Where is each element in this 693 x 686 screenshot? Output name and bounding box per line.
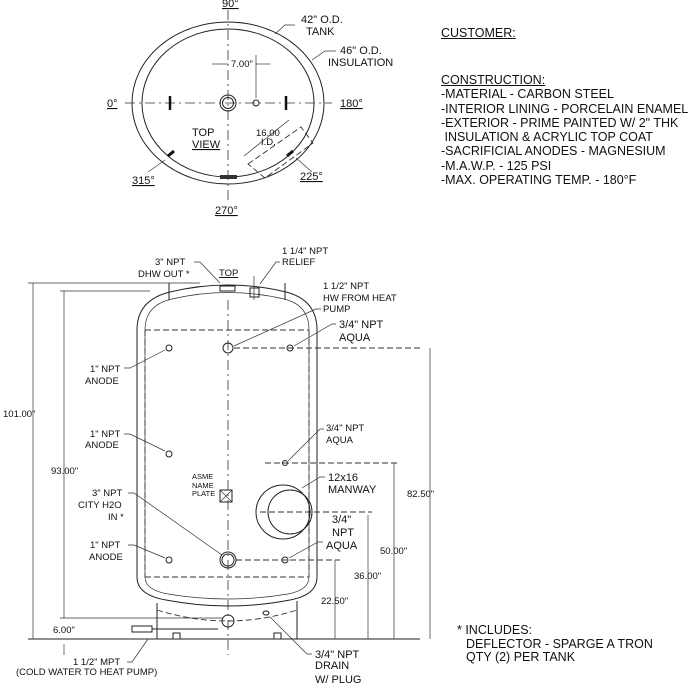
tank-od-label: 42" O.D. xyxy=(301,14,343,26)
svg-text:HW FROM HEAT: HW FROM HEAT xyxy=(323,293,397,304)
svg-text:MANWAY: MANWAY xyxy=(328,484,377,496)
construction-line: -EXTERIOR - PRIME PAINTED W/ 2" THK xyxy=(441,115,679,130)
anode-port xyxy=(165,450,173,458)
construction-line: -MAX. OPERATING TEMP. - 180°F xyxy=(441,173,637,188)
svg-text:IN *: IN * xyxy=(108,512,124,523)
tank-shell xyxy=(136,284,318,607)
aqua-bottom-label: 3/4" xyxy=(332,514,351,526)
customer-heading: CUSTOMER: xyxy=(441,26,516,40)
relief-label: 1 1/4" NPT xyxy=(282,246,328,257)
skirt xyxy=(156,601,298,639)
side-view: 101.00" 93.00" 6.00" 82.50" 50.00" 36.00… xyxy=(3,246,434,686)
angle-0-label: 0° xyxy=(107,98,118,110)
manway-height-dim: 36.00" xyxy=(354,571,381,582)
angle-270-label: 270° xyxy=(215,205,238,217)
svg-text:ANODE: ANODE xyxy=(89,552,123,563)
svg-text:PLATE: PLATE xyxy=(192,489,215,498)
svg-text:INSULATION: INSULATION xyxy=(328,57,393,69)
customer-label: CUSTOMER: xyxy=(441,26,516,40)
city-water-in-label: 3" NPT xyxy=(92,488,122,499)
svg-text:VIEW: VIEW xyxy=(192,139,221,151)
svg-text:I.D.: I.D. xyxy=(261,137,276,148)
hw-from-heat-pump-label: 1 1/2" NPT xyxy=(323,281,369,292)
nameplate-label: ASME xyxy=(192,472,213,481)
svg-text:AQUA: AQUA xyxy=(326,435,354,446)
cold-water-out-label: 1 1/2" MPT xyxy=(73,657,120,668)
includes-line: DEFLECTOR - SPARGE A TRON xyxy=(466,636,653,651)
asme-nameplate xyxy=(219,489,233,503)
construction-line: -M.A.W.P. - 125 PSI xyxy=(441,158,552,173)
includes-notes: * INCLUDES: DEFLECTOR - SPARGE A TRON QT… xyxy=(457,623,653,665)
drain-fitting xyxy=(221,614,235,628)
svg-text:PUMP: PUMP xyxy=(323,304,350,315)
manway-id-dim: 16.00 xyxy=(256,128,280,139)
lower-port-height-dim: 22.50" xyxy=(321,596,348,607)
angle-315-label: 315° xyxy=(132,175,155,187)
construction-heading: CONSTRUCTION: xyxy=(441,73,546,87)
construction-line: -MATERIAL - CARBON STEEL xyxy=(441,87,614,102)
svg-text:AQUA: AQUA xyxy=(326,540,358,552)
relief-port xyxy=(252,99,260,107)
top-outlet xyxy=(219,94,237,112)
includes-heading: * INCLUDES: xyxy=(457,623,533,637)
svg-text:W/ PLUG: W/ PLUG xyxy=(315,674,361,686)
aqua-mid-height-dim: 50.00" xyxy=(380,546,407,557)
construction-notes: CONSTRUCTION: -MATERIAL - CARBON STEEL -… xyxy=(441,73,688,187)
angle-90-label: 90° xyxy=(222,0,239,10)
anode-mid-label: 1" NPT xyxy=(90,429,120,440)
angle-225-label: 225° xyxy=(300,171,323,183)
svg-text:(COLD WATER TO HEAT PUMP): (COLD WATER TO HEAT PUMP) xyxy=(16,667,157,678)
aqua-top-height-dim: 82.50" xyxy=(407,489,434,500)
top-view: 7.00" 16.00 I.D. 90° 0° 180° 270° 315° 2… xyxy=(107,0,393,217)
relief-fitting xyxy=(249,287,260,298)
construction-line: INSULATION & ACRYLIC TOP COAT xyxy=(441,130,653,145)
svg-text:AQUA: AQUA xyxy=(339,332,371,344)
insulation-od-label: 46" O.D. xyxy=(340,45,382,57)
svg-text:TANK: TANK xyxy=(306,26,335,38)
svg-text:DHW OUT *: DHW OUT * xyxy=(138,269,190,280)
hw-from-heat-pump-port xyxy=(222,342,234,354)
top-label: TOP xyxy=(219,268,238,279)
includes-line: QTY (2) PER TANK xyxy=(466,650,576,664)
offset-dim: 7.00" xyxy=(231,59,253,70)
dhw-out-label: 3" NPT xyxy=(155,257,185,268)
svg-text:RELIEF: RELIEF xyxy=(282,257,315,268)
anode-port xyxy=(165,556,173,564)
lug-bottom xyxy=(220,175,237,179)
manway-top-outline xyxy=(247,126,314,179)
anode-bottom-label: 1" NPT xyxy=(90,540,120,551)
construction-line: -SACRIFICIAL ANODES - MAGNESIUM xyxy=(441,144,666,159)
shell-height-dim: 93.00" xyxy=(51,466,78,477)
anode-top-label: 1" NPT xyxy=(90,364,120,375)
svg-text:ANODE: ANODE xyxy=(85,440,119,451)
overall-height-dim: 101.00" xyxy=(3,409,35,420)
manway-label: 12x16 xyxy=(328,472,358,484)
aqua-top-label: 3/4" NPT xyxy=(339,319,384,331)
svg-text:DRAIN: DRAIN xyxy=(315,660,349,672)
angle-180-label: 180° xyxy=(340,98,363,110)
svg-text:NAME: NAME xyxy=(192,481,214,490)
skirt-height-dim: 6.00" xyxy=(53,625,75,636)
svg-text:CITY H2O: CITY H2O xyxy=(78,500,122,511)
construction-line: -INTERIOR LINING - PORCELAIN ENAMEL xyxy=(441,101,689,116)
svg-text:ANODE: ANODE xyxy=(85,376,119,387)
anode-port xyxy=(165,344,173,352)
svg-text:NPT: NPT xyxy=(332,527,354,539)
drain-label: 3/4" NPT xyxy=(315,649,360,661)
cold-water-nozzle xyxy=(131,625,153,633)
aqua-mid-label: 3/4" NPT xyxy=(326,423,364,434)
top-view-title: TOP xyxy=(192,127,214,139)
